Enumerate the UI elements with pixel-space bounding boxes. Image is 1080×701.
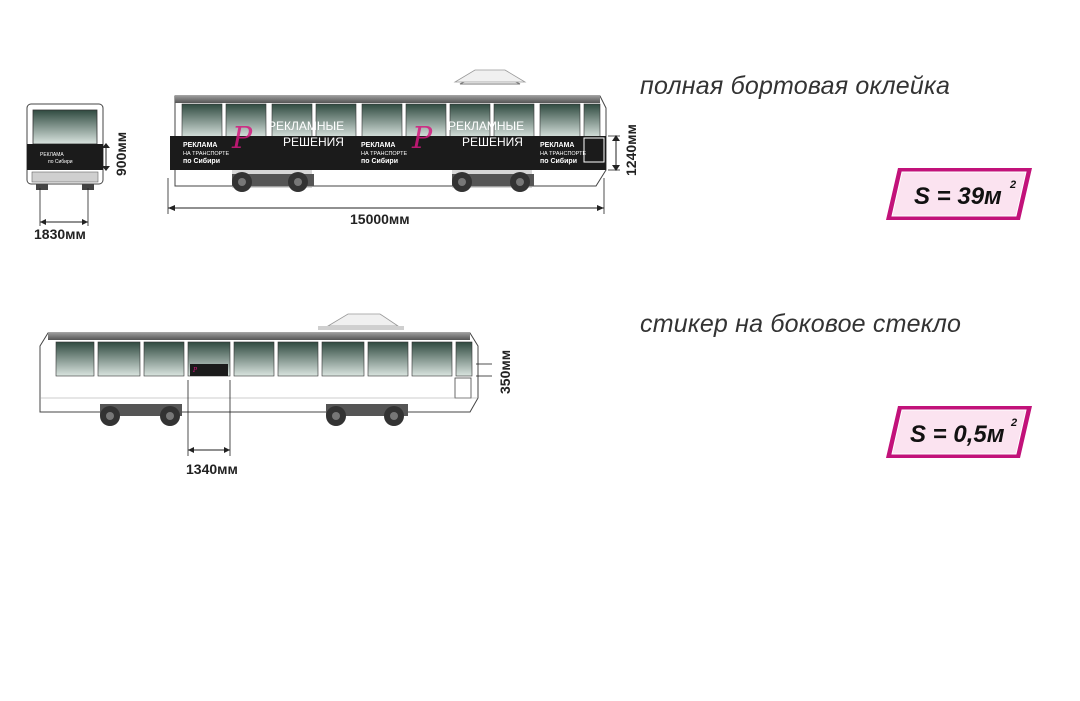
ad-brand-2: P РЕКЛАМНЫЕ РЕШЕНИЯ	[411, 119, 524, 156]
svg-text:НА ТРАНСПОРТЕ: НА ТРАНСПОРТЕ	[540, 151, 586, 157]
ad-promo-1: РЕКЛАМА НА ТРАНСПОРТЕ по Сибири	[183, 142, 229, 165]
svg-text:по Сибири: по Сибири	[361, 157, 398, 165]
tram-front-view: РЕКЛАМА по Сибири 900мм 1830мм	[26, 103, 129, 242]
front-height-label: 900мм	[113, 132, 129, 176]
svg-text:по Сибири: по Сибири	[540, 157, 577, 165]
svg-text:по Сибири: по Сибири	[183, 157, 220, 165]
brand-bottom-1: РЕШЕНИЯ	[283, 135, 344, 149]
front-promo-2: по Сибири	[48, 159, 73, 165]
sticker-height-label: 350мм	[497, 350, 513, 394]
side-length-label: 15000мм	[350, 211, 410, 227]
window-sticker	[190, 364, 228, 376]
brand-top-2: РЕКЛАМНЫЕ	[448, 119, 524, 133]
svg-text:РЕКЛАМА: РЕКЛАМА	[540, 142, 574, 149]
tram-side-view-wrap: P РЕКЛАМНЫЕ РЕШЕНИЯ P РЕКЛАМНЫЕ РЕШЕНИЯ …	[167, 69, 639, 227]
front-width-label: 1830мм	[34, 226, 86, 242]
bogie-front	[232, 172, 314, 192]
area-badge-sticker: S = 0,5м 2	[886, 406, 1032, 458]
heading-full-wrap: полная бортовая оклейка	[640, 72, 951, 100]
side-windows	[181, 103, 601, 139]
side-height-label: 1240мм	[623, 124, 639, 176]
svg-text:НА ТРАНСПОРТЕ: НА ТРАНСПОРТЕ	[183, 151, 229, 157]
sticker-bogie-rear	[326, 404, 408, 426]
heading-window-sticker: стикер на боковое стекло	[640, 310, 962, 338]
svg-text:РЕКЛАМА: РЕКЛАМА	[183, 142, 217, 149]
brand-top-1: РЕКЛАМНЫЕ	[268, 119, 344, 133]
area-badge-full-wrap: S = 39м 2	[886, 168, 1032, 220]
ad-brand-1: P РЕКЛАМНЫЕ РЕШЕНИЯ	[231, 119, 344, 156]
ad-promo-2: РЕКЛАМА НА ТРАНСПОРТЕ по Сибири	[361, 142, 407, 165]
area-sup-full-wrap: 2	[1009, 179, 1016, 191]
front-promo-1: РЕКЛАМА	[40, 152, 64, 158]
svg-text:РЕКЛАМА: РЕКЛАМА	[361, 142, 395, 149]
front-wrap-panel	[27, 144, 103, 170]
svg-text:P: P	[411, 121, 433, 156]
svg-text:P: P	[192, 367, 198, 374]
area-sup-sticker: 2	[1010, 417, 1017, 429]
tram-side-view-sticker: P 1340мм 350мм	[39, 313, 513, 477]
sticker-bogie-front	[100, 404, 182, 426]
area-value-full-wrap: S = 39м	[914, 183, 1002, 210]
brand-bottom-2: РЕШЕНИЯ	[462, 135, 523, 149]
bogie-rear	[452, 172, 534, 192]
area-value-sticker: S = 0,5м	[910, 421, 1005, 448]
sticker-width-label: 1340мм	[186, 461, 238, 477]
ad-promo-3: РЕКЛАМА НА ТРАНСПОРТЕ по Сибири	[540, 142, 586, 165]
side-wrap-band	[170, 136, 606, 170]
svg-text:НА ТРАНСПОРТЕ: НА ТРАНСПОРТЕ	[361, 151, 407, 157]
svg-text:P: P	[231, 121, 253, 156]
